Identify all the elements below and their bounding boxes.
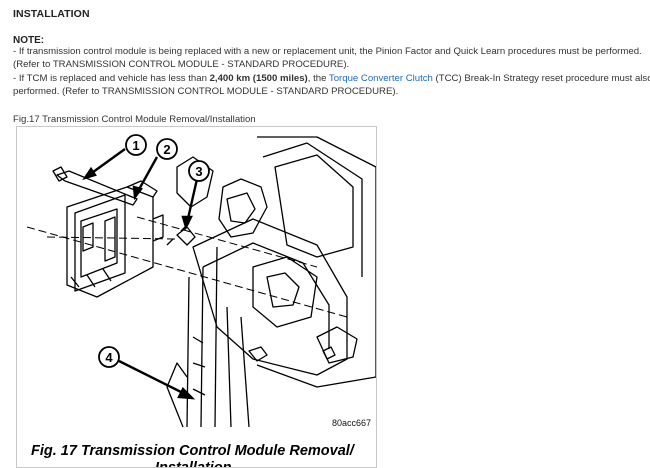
tcm-diagram: 1 2 3 4 [26, 134, 376, 428]
note-line-3-text: - If TCM is replaced and vehicle has les… [13, 73, 210, 84]
figure-caption: Fig.17 Transmission Control Module Remov… [13, 114, 256, 125]
callout-2-circle [156, 138, 178, 160]
callout-3: 3 [195, 164, 202, 179]
callout-4: 4 [105, 350, 113, 365]
note-line-4: performed. (Refer to TRANSMISSION CONTRO… [13, 86, 399, 97]
callout-3-circle [188, 160, 210, 182]
figure-title-continued: Installation [155, 460, 232, 468]
callout-1: 1 [132, 138, 139, 153]
section-heading: INSTALLATION [13, 8, 90, 20]
callout-2: 2 [163, 142, 170, 157]
note-line-3-mid: , the [307, 73, 329, 84]
note-line-2: (Refer to TRANSMISSION CONTROL MODULE - … [13, 59, 350, 70]
torque-converter-clutch-link[interactable]: Torque Converter Clutch [328, 73, 433, 84]
figure-title: Fig. 17 Transmission Control Module Remo… [31, 443, 354, 459]
note-line-3-end: (TCC) Break-In Strategy reset procedure … [432, 73, 650, 84]
figure-code: 80acc667 [332, 418, 372, 428]
callout-4-circle [98, 346, 120, 368]
note-label: NOTE: [13, 35, 45, 46]
note-line-3: - If TCM is replaced and vehicle has les… [13, 73, 650, 85]
mileage-threshold: 2,400 km (1500 miles) [209, 73, 308, 84]
figure-image: 1 2 3 4 80acc667 Fig. 17 Transmission Co… [16, 126, 377, 468]
callout-1-circle [125, 134, 147, 156]
note-line-1: - If transmission control module is bein… [13, 46, 642, 57]
